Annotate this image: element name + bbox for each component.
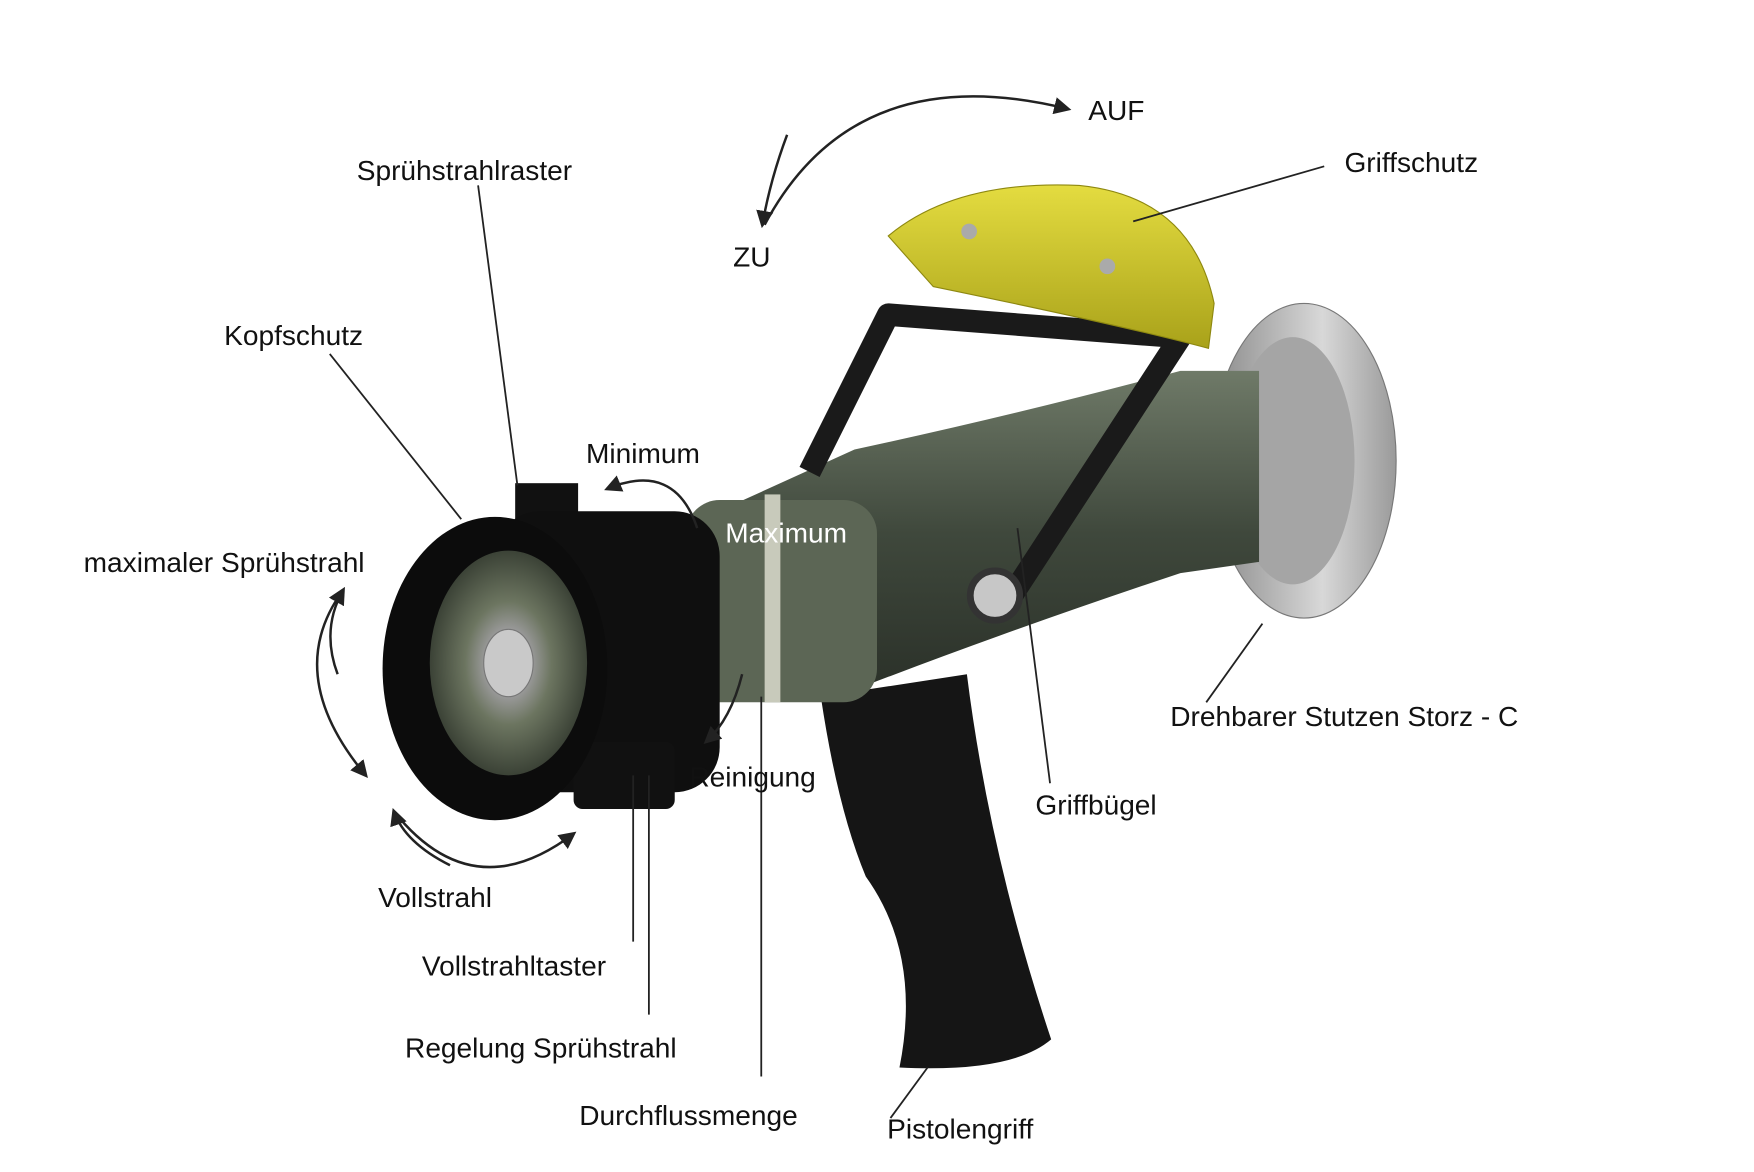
label-minimum: Minimum: [586, 438, 700, 469]
label-vollstrahltaster: Vollstrahltaster: [422, 950, 606, 981]
pivot-screw: [966, 567, 1024, 624]
auf-zu-arrow: [763, 95, 1072, 226]
spray-arrow: [315, 589, 368, 778]
label-spruehstrahlraster: Sprühstrahlraster: [357, 155, 572, 186]
minimum-arrow: [604, 475, 699, 529]
pistol-grip: [820, 674, 1052, 1069]
label-zu: ZU: [733, 241, 770, 272]
leader-lines: [329, 165, 1325, 1119]
label-drehbarer-stutzen: Drehbarer Stutzen Storz - C: [1170, 701, 1518, 732]
nozzle-illustration: [382, 184, 1397, 1069]
label-auf: AUF: [1088, 95, 1144, 126]
label-kopfschutz: Kopfschutz: [224, 320, 363, 351]
label-durchflussmenge: Durchflussmenge: [579, 1100, 797, 1131]
vollstrahl-arrow: [392, 810, 577, 869]
label-maximum: Maximum: [725, 518, 847, 549]
label-pistolengriff: Pistolengriff: [887, 1113, 1033, 1144]
label-griffbuegel: Griffbügel: [1035, 790, 1156, 821]
reinigung-arrow: [703, 673, 744, 744]
direction-arrows: [315, 95, 1072, 869]
label-griffschutz: Griffschutz: [1344, 147, 1478, 178]
control-rings: [685, 500, 877, 703]
label-maximaler-spruehstrahl: maximaler Sprühstrahl: [84, 547, 365, 578]
label-regelung-spruehstrahl: Regelung Sprühstrahl: [405, 1032, 677, 1063]
label-reinigung: Reinigung: [689, 762, 815, 793]
label-vollstrahl: Vollstrahl: [378, 882, 492, 913]
griffbuegel-frame: [799, 303, 1192, 602]
